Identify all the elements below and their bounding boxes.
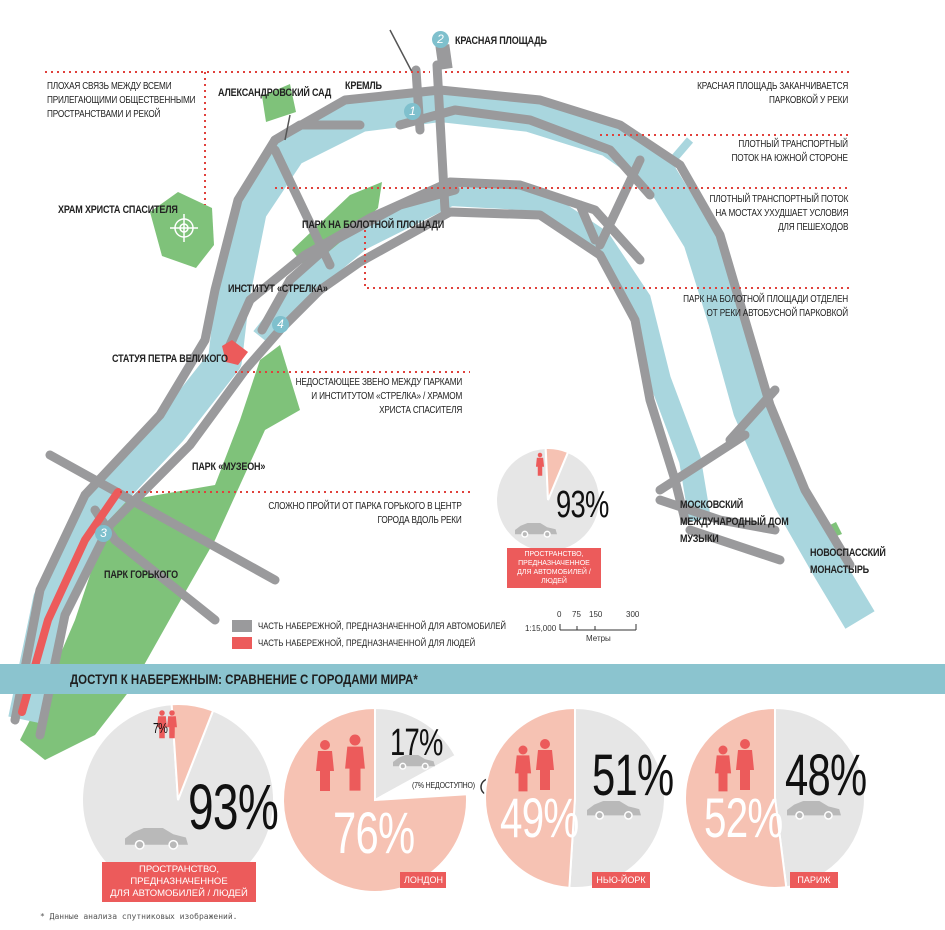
paris-car-icon [787, 801, 841, 820]
scale-tick-75: 75 [572, 610, 581, 619]
scale-ratio: 1:15,000 [525, 624, 557, 633]
newyork-tag: Нью-Йорк [592, 872, 650, 888]
newyork-people-slice [484, 706, 576, 889]
inset-people-icon [535, 452, 545, 476]
pie-moscow [81, 703, 275, 897]
newyork-car-icon [587, 801, 641, 820]
paris-cars-pct: 48% [785, 743, 867, 808]
paris-people-icon-2 [736, 739, 754, 790]
marker-1: 1 [404, 103, 421, 120]
london-unavailable: (7% НЕДОСТУПНО) [412, 780, 475, 790]
label-strelka: ИНСТИТУТ «СТРЕЛКА» [228, 283, 328, 295]
scale-tick-0: 0 [557, 610, 562, 619]
london-cars-pct: 17% [390, 722, 443, 764]
callout-lines [45, 71, 850, 493]
inset-people-slice [544, 447, 570, 501]
moscow-car-icon [125, 828, 188, 850]
marker-4: 4 [272, 316, 289, 333]
label-bolotnaya: ПАРК НА БОЛОТНОЙ ПЛОЩАДИ [302, 219, 445, 231]
newyork-people-icon-1 [514, 745, 532, 792]
scale-bar [559, 624, 637, 631]
embankment-roads [10, 60, 855, 740]
label-kremlin: КРЕМЛЬ [345, 80, 382, 92]
paris-people-slice [684, 706, 788, 889]
scale-unit: Метры [586, 634, 611, 643]
moscow-people-icon-1 [157, 710, 167, 739]
scale-tick-150: 150 [589, 610, 603, 619]
newyork-people-icon-2 [536, 739, 554, 790]
london-people-icon-1 [316, 740, 334, 791]
comparison-title: ДОСТУП К НАБЕРЕЖНЫМ: СРАВНЕНИЕ С ГОРОДАМ… [70, 671, 418, 687]
moscow-people-pct: 7% [153, 720, 168, 737]
scale-tick-300: 300 [626, 610, 640, 619]
inset-pct: 93% [556, 484, 609, 526]
label-gorky-park: ПАРК ГОРЬКОГО [104, 569, 178, 581]
cathedral-icon [170, 214, 198, 242]
inset-pie [495, 447, 601, 553]
label-muzeon: ПАРК «МУЗЕОН» [192, 461, 266, 473]
london-people-icon-2 [345, 734, 365, 791]
legend-swatch-cars [232, 620, 252, 632]
gorky-park-area [20, 345, 300, 760]
marker-2: 2 [432, 31, 449, 48]
newyork-cars-pct: 51% [592, 743, 674, 808]
london-cars-slice [374, 706, 457, 802]
paris-tag: Париж [790, 872, 838, 888]
label-cathedral: ХРАМ ХРИСТА СПАСИТЕЛЯ [58, 204, 178, 216]
pie-london [282, 706, 498, 893]
footnote: * Данные анализа спутниковых изображений… [40, 912, 238, 921]
alexander-garden-area [262, 84, 296, 122]
marker-3: 3 [95, 525, 112, 542]
paris-people-icon-1 [714, 745, 732, 792]
pie-newyork [484, 706, 666, 889]
moscow-people-icon-2 [167, 710, 177, 739]
london-car-icon [393, 755, 435, 770]
legend-people: ЧАСТЬ НАБЕРЕЖНОЙ, ПРЕДНАЗНАЧЕННОЙ ДЛЯ ЛЮ… [258, 638, 476, 649]
comparison-banner [0, 664, 945, 694]
label-peter-statue: СТАТУЯ ПЕТРА ВЕЛИКОГО [112, 353, 228, 365]
london-tag: Лондон [400, 872, 446, 888]
newyork-people-pct: 49% [500, 786, 579, 849]
legend-cars: ЧАСТЬ НАБЕРЕЖНОЙ, ПРЕДНАЗНАЧЕННОЙ ДЛЯ АВ… [258, 621, 507, 632]
moscow-cars-pct: 93% [188, 771, 279, 843]
moscow-people-slice [170, 703, 215, 801]
legend-swatch-people [232, 637, 252, 649]
london-people-pct: 76% [333, 801, 415, 866]
paris-people-pct: 52% [704, 786, 783, 849]
label-alexander-garden: АЛЕКСАНДРОВСКИЙ САД [218, 87, 332, 99]
pie-paris [684, 706, 866, 889]
label-red-square: КРАСНАЯ ПЛОЩАДЬ [455, 35, 547, 47]
cathedral-park-area [150, 192, 214, 268]
inset-car-icon [515, 523, 557, 538]
